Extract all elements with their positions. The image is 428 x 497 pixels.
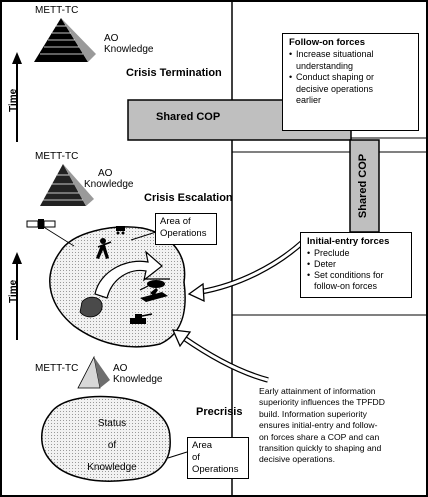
initial-entry-forces-box: Initial-entry forces Preclude Deter Set … xyxy=(300,232,412,298)
ao-line: AO xyxy=(104,33,119,44)
satellite-icon xyxy=(26,219,56,229)
shared-cop-vertical-bar xyxy=(349,139,380,233)
caption-line: decisive operations. xyxy=(259,454,335,465)
ao-knowledge-label-top: AO Knowledge xyxy=(104,33,153,55)
caption-line: build. Information superiority xyxy=(259,408,367,419)
initial-entry-item: Preclude xyxy=(307,248,405,259)
time-axis-top-arrow xyxy=(12,52,22,142)
area-of-operations-box-low: Area of Operations xyxy=(187,437,249,479)
caption-paragraph: Early attainment of information superior… xyxy=(259,386,385,466)
area-label-line: Operations xyxy=(160,228,207,239)
caption-line: Early attainment of information xyxy=(259,386,376,396)
caption-line: on forces share a COP and can xyxy=(259,431,380,442)
transition-arrow-upper xyxy=(199,237,307,295)
phase-label-termination: Crisis Termination xyxy=(126,67,222,79)
transition-arrow-lower-inner xyxy=(183,336,269,382)
leader-satellite xyxy=(41,225,75,247)
mett-tc-label-low: METT-TC xyxy=(35,363,79,374)
initial-entry-title: Initial-entry forces xyxy=(307,236,390,247)
area-label-line: Area of xyxy=(160,216,191,227)
soldier-icon xyxy=(96,238,112,259)
transition-arrow-lower xyxy=(182,335,269,383)
initial-entry-item: Deter xyxy=(307,259,405,270)
transition-arrow-upper-inner xyxy=(199,238,307,294)
shared-cop-vertical-label: Shared COP xyxy=(357,153,370,219)
caption-line: ensures initial-entry and follow- xyxy=(259,420,378,431)
caption-line: transition quickly to shaping and xyxy=(259,443,382,454)
time-label-top: Time xyxy=(8,88,19,112)
area-of-operations-box-mid: Area of Operations xyxy=(155,213,217,245)
status-line: Status xyxy=(97,418,127,429)
mett-tc-label-top: METT-TC xyxy=(35,5,79,16)
mett-tc-label-mid: METT-TC xyxy=(35,151,79,162)
time-axis-bottom-arrow xyxy=(12,252,22,340)
leader-area-low xyxy=(167,451,188,459)
area-label-line: of xyxy=(192,452,200,463)
knowledge-pyramid-large xyxy=(34,18,96,62)
status-line: of xyxy=(107,440,117,451)
ao-line: Knowledge xyxy=(104,44,154,55)
helicopter-icon xyxy=(139,278,170,291)
ao-line: Knowledge xyxy=(113,374,163,385)
ao-line: Knowledge xyxy=(84,179,134,190)
ao-knowledge-label-low: AO Knowledge xyxy=(113,363,162,385)
vehicle-icon xyxy=(116,226,125,235)
caption-line: superiority influences the TPFDD xyxy=(259,397,385,408)
ao-knowledge-label-mid: AO Knowledge xyxy=(84,168,133,190)
ao-line: AO xyxy=(113,363,128,374)
follow-on-forces-box: Follow-on forces Increase situationalund… xyxy=(282,33,419,131)
knowledge-pyramid-medium xyxy=(40,164,94,206)
follow-on-title: Follow-on forces xyxy=(289,37,365,48)
area-label-line: Area xyxy=(192,440,213,451)
inner-curved-arrow xyxy=(94,250,163,299)
status-knowledge-blob xyxy=(41,395,171,482)
time-label-bottom: Time xyxy=(8,279,19,303)
aircraft-icon xyxy=(140,288,168,302)
area-label-line: Operations xyxy=(192,464,239,475)
leader-area-mid xyxy=(130,231,157,241)
status-knowledge-label: Status of Knowledge xyxy=(72,413,152,479)
ao-line: AO xyxy=(98,168,113,179)
phase-label-escalation: Crisis Escalation xyxy=(144,192,233,204)
shared-cop-horizontal-label: Shared COP xyxy=(156,111,221,123)
phase-label-precrisis: Precrisis xyxy=(196,406,243,418)
knowledge-pyramid-small xyxy=(77,355,110,389)
initial-entry-list: Preclude Deter Set conditions forfollow-… xyxy=(307,248,405,292)
status-line: Knowledge xyxy=(87,462,137,473)
transition-arrow-lower-head xyxy=(171,329,192,348)
tank-icon xyxy=(130,313,153,324)
transition-arrow-upper-head xyxy=(187,282,205,303)
dark-pocket xyxy=(79,296,103,318)
